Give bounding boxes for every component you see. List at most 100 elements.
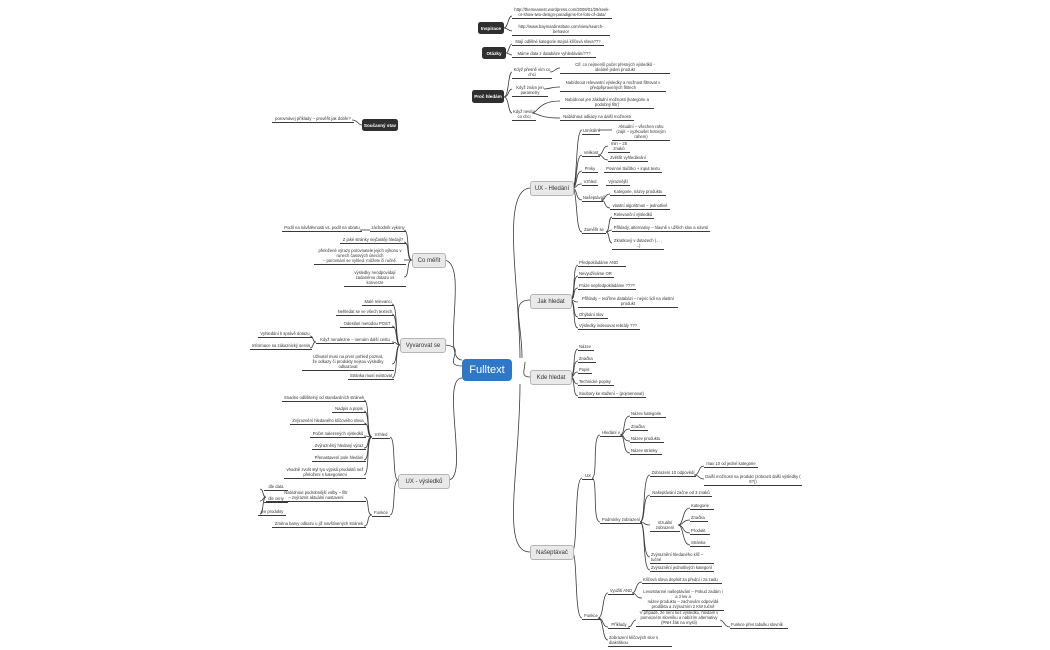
- node-naseptavac[interactable]: Našeptávač: [530, 545, 574, 560]
- node-ux-hl-nasep-1[interactable]: Kategorie, názvy produktu: [610, 189, 666, 196]
- node-vyv-4a[interactable]: Vyhledání k správě dotazu: [258, 331, 312, 338]
- node-vyv-3[interactable]: Odeslání metodou POST: [340, 321, 394, 328]
- node-ux-vysledku[interactable]: UX - výsledků: [398, 474, 450, 489]
- node-proc-3-goal-1[interactable]: Nabídnout jen základní možnosti (kategor…: [560, 97, 654, 109]
- node-otazky-1[interactable]: Mají odlišné kategorie stejná klíčová sl…: [512, 39, 604, 46]
- node-uxv-5[interactable]: Zvýrazněný hledaný výraz: [312, 443, 366, 450]
- node-kde-4[interactable]: Technické popisy: [578, 379, 614, 386]
- node-kde-5[interactable]: Soubory ke stažení – (pojmenovat): [578, 391, 646, 398]
- node-ux-hledani[interactable]: UX - Hledání: [530, 181, 574, 196]
- node-nas-podminky[interactable]: Podmínky zobrazení: [600, 517, 642, 524]
- node-nas-funkce[interactable]: Funkce: [582, 613, 600, 620]
- node-nas-and-2[interactable]: Levostranné našeptávání – Pokud zadám i …: [642, 589, 724, 611]
- node-uxv-jen-produkty[interactable]: jen produkty: [258, 509, 286, 516]
- node-proc-hledam[interactable]: Proč hledám: [472, 90, 504, 103]
- node-inspirace[interactable]: Inspirace: [478, 22, 504, 34]
- node-ux-hl-zamerit-1[interactable]: Relevanční výsledků: [612, 212, 654, 219]
- node-nas-viz-3[interactable]: Produkt: [690, 528, 710, 535]
- node-nas-zvyrazneni-2[interactable]: Zvýraznění jednotlivých kategorií: [650, 565, 714, 572]
- node-nas-and-1[interactable]: Klíčová slova doplnit za přední i za zad…: [642, 577, 722, 584]
- node-nas-dalsi[interactable]: Další možnosti na produkt (zobrazit dalš…: [704, 474, 802, 486]
- node-kde-hledat[interactable]: Kde hledat: [530, 370, 572, 385]
- node-inspirace-link-2[interactable]: http://www.baymardinstitute.com/view/sea…: [512, 24, 610, 36]
- node-uxv-1[interactable]: Snadno odlišitelný od standardních strán…: [282, 395, 366, 402]
- node-nas-zobrazeni-10[interactable]: Zobrazení 10 odpovědí: [650, 470, 696, 477]
- node-vyvarovat[interactable]: Vyvarovat se: [400, 338, 446, 353]
- node-uxv-6[interactable]: Přenastavení pole hledání: [312, 455, 366, 462]
- node-jak-4[interactable]: Příklady – tvoříme databázi – nejvíc lid…: [578, 296, 678, 308]
- node-vyv-4[interactable]: Když nenalezne – nemám další cestu: [316, 337, 394, 344]
- node-uxv-funkce[interactable]: Funkce: [372, 510, 390, 517]
- node-jak-3[interactable]: Fráze nepředpokládáme ????: [578, 283, 636, 290]
- node-soucasny-stav[interactable]: Současný stav: [362, 119, 398, 131]
- node-uxv-barva[interactable]: Změna barvy odkazu u již navštívených st…: [272, 521, 366, 528]
- node-co-4[interactable]: výsledky neodpovídají zadanému dotazu vs…: [344, 270, 406, 287]
- node-co-3[interactable]: přeložené výrazy porovnatele jejich výko…: [314, 248, 406, 265]
- node-nas-hv-1[interactable]: Název kategorie: [630, 411, 666, 418]
- node-jak-2[interactable]: Nevyužíváme OR: [578, 271, 614, 278]
- node-inspirace-link-1[interactable]: http://themeanest.wordpress.com/2008/01/…: [512, 7, 612, 19]
- node-nas-max10[interactable]: max 10 od jedné kategorie: [704, 461, 758, 468]
- node-ux-hl-zamerit-2[interactable]: Příklady, alternativy – hlavně v užších …: [612, 225, 710, 232]
- node-vyv-5[interactable]: Uživatel musí na první pohled poznat, že…: [302, 354, 394, 371]
- node-nas-viz-4[interactable]: Stránka: [690, 540, 710, 547]
- node-vyv-4b[interactable]: Informace na zákaznický servis: [250, 343, 312, 350]
- node-jak-5[interactable]: Ohýbání slov: [578, 312, 608, 319]
- node-nas-priklady-1[interactable]: V případě, že není tiez výsledku, hledám…: [636, 610, 722, 627]
- node-uxv-7[interactable]: vhodně zvolit styl tyu výpisů produktů n…: [284, 467, 366, 479]
- node-ux-hl-umisteni[interactable]: Umístění: [582, 128, 600, 135]
- node-ux-hl-naseptavac[interactable]: Našeptávač: [582, 195, 606, 202]
- node-kde-1[interactable]: Název: [578, 344, 594, 351]
- node-nas-and[interactable]: Využití AND: [608, 588, 634, 595]
- node-vyv-1[interactable]: Malé relevanci: [362, 299, 394, 306]
- node-nas-3-znaku[interactable]: Našeptávání začne od 3 znaků: [650, 490, 712, 497]
- node-ux-hl-prvky-1[interactable]: Povinné tlačítko + input textu: [604, 166, 662, 173]
- node-soucasny-text[interactable]: porovnávej příklady – prověřit jak dobře…: [272, 116, 354, 123]
- node-uxv-3[interactable]: Zvýraznění hledaného klíčového slova: [290, 418, 366, 425]
- node-jak-6[interactable]: Výsledky indexovat rebrály ???: [578, 323, 640, 330]
- node-ux-hl-vzhled-1[interactable]: Výraznější: [606, 179, 630, 186]
- node-jak-1[interactable]: Předpokládáme AND: [578, 260, 626, 267]
- node-proc-2[interactable]: Když znám jen parametry: [512, 85, 548, 97]
- node-ux-hl-vzhled[interactable]: Vzhled: [582, 179, 598, 186]
- node-proc-1-goal[interactable]: Cíl: co nejmenší počet přesných výsledků…: [560, 62, 670, 74]
- root-node[interactable]: Fulltext: [462, 359, 512, 381]
- node-nas-diakritika[interactable]: Zobrazení klíčových slov s diakritikou: [608, 635, 672, 647]
- node-nas-ux[interactable]: UX: [582, 473, 594, 480]
- node-nas-hv-4[interactable]: Název stránky: [630, 448, 662, 455]
- node-uxv-dle-ceny[interactable]: dle ceny: [264, 496, 288, 503]
- node-uxv-vzhled[interactable]: Vzhled: [372, 432, 390, 439]
- node-vyv-6[interactable]: Stránka musí existovat: [348, 373, 394, 380]
- node-uxv-2[interactable]: Nadpis a popis: [332, 406, 366, 413]
- node-jak-hledat[interactable]: Jak hledat: [530, 294, 572, 309]
- node-uxv-filtr[interactable]: Nabídnout podrobnější volby – filtr – zv…: [266, 490, 366, 502]
- node-uxv-4[interactable]: Počet nalezených výsledků: [310, 431, 366, 438]
- node-nas-hv-2[interactable]: Značka: [630, 424, 648, 431]
- node-uxv-dle-data[interactable]: dle data: [264, 484, 288, 491]
- node-otazky[interactable]: Otázky: [482, 47, 506, 59]
- node-ux-hl-umisteni-1[interactable]: Aktuální – všechen rahu (zajít – vyzkouš…: [612, 124, 670, 141]
- node-ux-hl-zamerit-3[interactable]: Zkratkový v dotazech (... , ...): [612, 238, 664, 250]
- node-proc-2-goal[interactable]: Nabídnout relevantní výsledky a možnost …: [560, 80, 666, 92]
- node-nas-vizualni[interactable]: Vizuální zobrazení: [650, 520, 680, 532]
- node-kde-3[interactable]: Popis: [578, 367, 592, 374]
- node-ux-hl-velikost-2[interactable]: Zvětšit vyhledávání: [608, 155, 648, 162]
- node-ux-hl-prvky[interactable]: Prvky: [582, 166, 598, 173]
- node-nas-viz-2[interactable]: Značka: [690, 515, 708, 522]
- node-nas-priklady[interactable]: Příklady: [608, 622, 630, 629]
- node-vyv-2[interactable]: Nehledat se ve všech textech: [336, 309, 394, 316]
- node-ux-hl-nasep-2[interactable]: vlastní algoritmus – jednotlivě: [610, 203, 670, 210]
- node-co-1[interactable]: Podíl na návštěvnosti vs. podíl na obrat…: [282, 225, 362, 232]
- node-ux-hl-velikost-1[interactable]: min – 25 znaků: [608, 141, 630, 153]
- node-nas-tabulka[interactable]: Funkce přes tabulku slovník: [730, 622, 788, 629]
- node-co-merit[interactable]: Co měřit: [412, 253, 446, 268]
- node-proc-1[interactable]: Když přesně vím co chci: [512, 67, 552, 79]
- node-ux-hl-velikost[interactable]: Velikost: [582, 150, 600, 157]
- node-otazky-2[interactable]: Máme data z databáze vyhledávání???: [512, 51, 596, 58]
- node-proc-3-goal-2[interactable]: Nabídnout odkazy na další možnosti: [560, 114, 634, 121]
- node-proc-3[interactable]: Když nevím co chci: [512, 109, 536, 121]
- node-nas-hv-3[interactable]: Název produktu: [630, 436, 664, 443]
- node-co-2[interactable]: Z jaké stránky nejčastěji hledají?: [340, 237, 406, 244]
- node-ux-hl-zamerit[interactable]: Zaměřit se: [582, 227, 606, 234]
- node-nas-hledani-v[interactable]: Hledání v: [600, 430, 622, 437]
